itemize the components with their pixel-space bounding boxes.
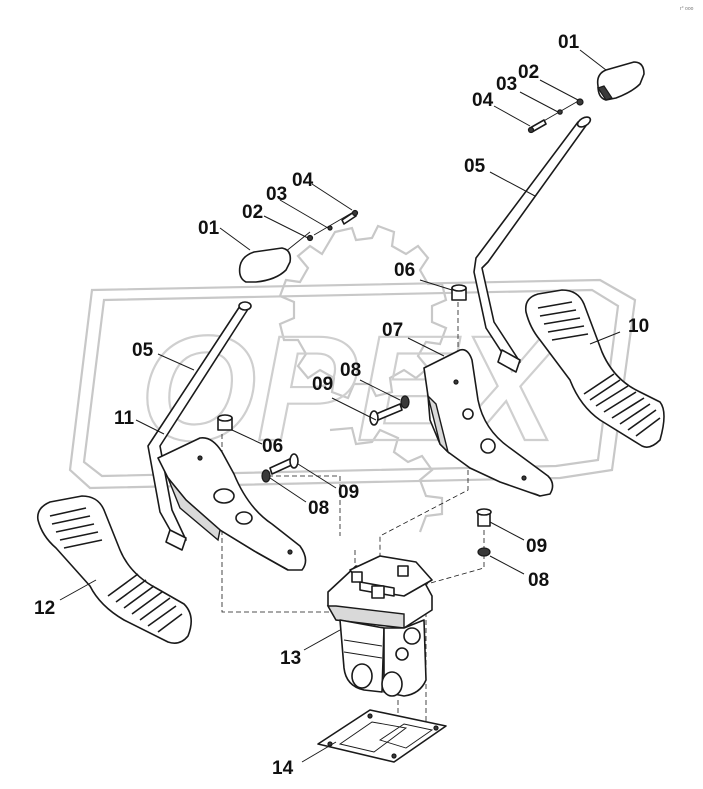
dash-pedal-right bbox=[379, 446, 469, 558]
callout-11: 11 bbox=[114, 408, 135, 429]
knob-right bbox=[596, 61, 645, 101]
washer-03-left bbox=[327, 225, 333, 231]
bracket-07 bbox=[423, 348, 554, 497]
callouts: 01 02 03 04 05 06 01 02 03 04 05 06 07 0… bbox=[34, 32, 649, 779]
left-lever-assembly bbox=[36, 209, 359, 644]
knob-left bbox=[238, 247, 292, 283]
pedal-pad-12 bbox=[36, 495, 192, 644]
callout-09-left: 09 bbox=[338, 482, 359, 503]
bracket-11 bbox=[157, 436, 307, 571]
leader-lines bbox=[59, 49, 621, 763]
callout-03-right: 03 bbox=[496, 74, 517, 95]
callout-09-lower-right: 09 bbox=[526, 536, 547, 557]
callout-08-left: 08 bbox=[308, 498, 329, 519]
pedal-pad-12-ribs bbox=[49, 507, 183, 633]
nut-08-lower-right bbox=[477, 547, 491, 557]
callout-06-left: 06 bbox=[262, 436, 283, 457]
dash-pedal-left bbox=[268, 475, 341, 536]
washer-02-left bbox=[306, 234, 314, 242]
dash-bolt09-right bbox=[419, 530, 485, 587]
valve-13 bbox=[326, 555, 433, 697]
callout-08-lower-right: 08 bbox=[528, 570, 549, 591]
knob-right-base bbox=[597, 85, 613, 101]
washer-02-right bbox=[576, 98, 584, 106]
callout-06-right: 06 bbox=[394, 260, 415, 281]
pedal-pad-10-ribs bbox=[537, 301, 661, 437]
callout-04-right: 04 bbox=[472, 90, 494, 111]
callout-07: 07 bbox=[382, 320, 403, 341]
axis-line-left bbox=[284, 231, 311, 253]
callout-02-right: 02 bbox=[518, 62, 539, 83]
corner-mark: r° ooo bbox=[680, 6, 694, 12]
callout-01-right: 01 bbox=[558, 32, 580, 53]
callout-13: 13 bbox=[280, 648, 301, 669]
callout-14: 14 bbox=[272, 758, 294, 779]
callout-09-middle: 09 bbox=[312, 374, 333, 395]
watermark-gear-lower bbox=[329, 426, 444, 533]
callout-04-left: 04 bbox=[292, 170, 314, 191]
callout-08-middle: 08 bbox=[340, 360, 361, 381]
gasket-14 bbox=[317, 709, 447, 763]
watermark-plate-inner bbox=[82, 288, 620, 478]
callout-03-left: 03 bbox=[266, 184, 287, 205]
screw-04-left bbox=[341, 211, 357, 225]
bolt-09-lower-right bbox=[476, 508, 492, 557]
washer-03-right bbox=[557, 109, 563, 115]
callout-05-left: 05 bbox=[132, 340, 154, 361]
callout-01-left: 01 bbox=[198, 218, 220, 239]
nut-08-middle bbox=[400, 395, 410, 409]
callout-10: 10 bbox=[628, 316, 649, 337]
callout-05-right: 05 bbox=[464, 156, 486, 177]
callout-02-left: 02 bbox=[242, 202, 263, 223]
watermark-plate bbox=[68, 278, 637, 490]
connection-lines bbox=[221, 99, 581, 728]
callout-12: 12 bbox=[34, 598, 55, 619]
watermark-gear bbox=[278, 224, 448, 400]
nut-08-left bbox=[261, 469, 271, 483]
right-lever-assembly bbox=[369, 61, 665, 497]
